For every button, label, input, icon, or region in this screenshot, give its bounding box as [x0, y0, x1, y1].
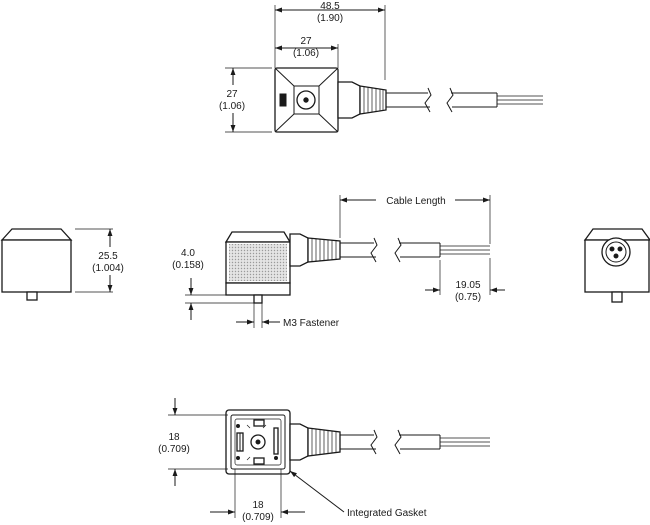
dim-19-05-mm: 19.05 [455, 280, 480, 291]
dim-48-5-mm: 48.5 [320, 1, 340, 12]
dim-25-5-mm: 25.5 [98, 251, 118, 262]
m3-fastener-label: M3 Fastener [283, 318, 340, 329]
dim-27-v-mm: 27 [226, 89, 238, 100]
dim-27-h-in: (1.06) [293, 48, 319, 59]
dim-27-h-mm: 27 [300, 36, 312, 47]
dim-18-h-mm: 18 [252, 500, 264, 511]
dim-18-h-in: (0.709) [242, 512, 274, 523]
side-view: Cable Length 19.05 (0.75) 4.0 (0.158) M3… [172, 195, 505, 329]
left-view-housing [1, 239, 72, 293]
gasket-leader [289, 470, 345, 513]
dim-4-0-in: (0.158) [172, 260, 204, 271]
dim-48-5-in: (1.90) [317, 13, 343, 24]
dim-18-v-mm: 18 [168, 432, 180, 443]
front-view: 18 (0.709) 18 (0.709) Integrated Gasket [152, 398, 490, 523]
cable-length-label: Cable Length [386, 196, 446, 207]
right-end-view [583, 228, 650, 303]
dim-25-5-in: (1.004) [92, 263, 124, 274]
dim-27-v-in: (1.06) [219, 101, 245, 112]
top-view: 48.5 (1.90) 27 (1.06) 27 (1.06) [216, 1, 543, 133]
dim-4-0-mm: 4.0 [181, 248, 195, 259]
integrated-gasket-label: Integrated Gasket [347, 508, 427, 519]
dim-19-05-in: (0.75) [455, 292, 481, 303]
left-end-view: 25.5 (1.004) [0, 228, 128, 301]
dim-18-v-in: (0.709) [158, 444, 190, 455]
